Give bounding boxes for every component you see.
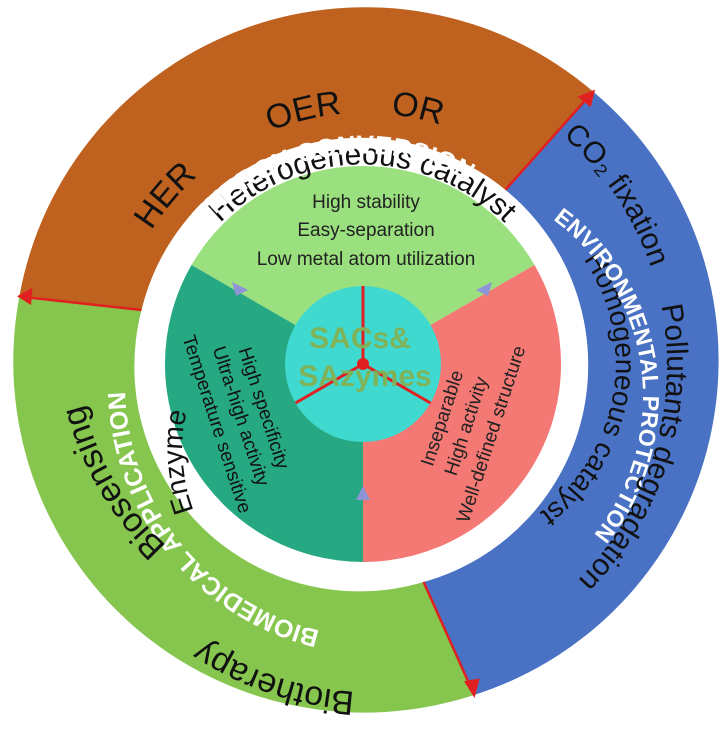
env-bio-boundary-arrow <box>422 581 474 691</box>
heterogeneous-properties-sector <box>191 165 535 364</box>
arrowhead-icon <box>577 89 596 108</box>
arrowhead-icon <box>463 678 480 699</box>
boundary-arrows <box>16 89 596 699</box>
pointer-arrow-icon <box>232 282 248 296</box>
property-text: Easy-separation <box>297 220 434 241</box>
feature-arrows <box>232 282 492 500</box>
center-label-line1: SACs& <box>309 322 411 355</box>
inner-sectors <box>164 165 562 562</box>
center-divider-lines <box>294 286 432 405</box>
biomedical-application-sector <box>13 296 475 713</box>
pointer-arrow-icon <box>356 486 370 500</box>
energy-conversion-sector <box>19 7 594 310</box>
environmental-protection-sector <box>423 91 719 695</box>
center-dot <box>357 358 369 370</box>
outer-ring <box>13 7 719 713</box>
energy-env-boundary-arrow <box>503 94 591 192</box>
property-text: High stability <box>312 192 420 213</box>
heterogeneous-properties: High stability Easy-separation Low metal… <box>257 192 476 270</box>
property-text: Low metal atom utilization <box>257 249 476 270</box>
center-label-line2: SAzymes <box>298 360 431 393</box>
bio-energy-boundary-arrow <box>23 295 142 312</box>
arrowhead-icon <box>16 287 33 306</box>
pointer-arrow-icon <box>476 282 492 296</box>
